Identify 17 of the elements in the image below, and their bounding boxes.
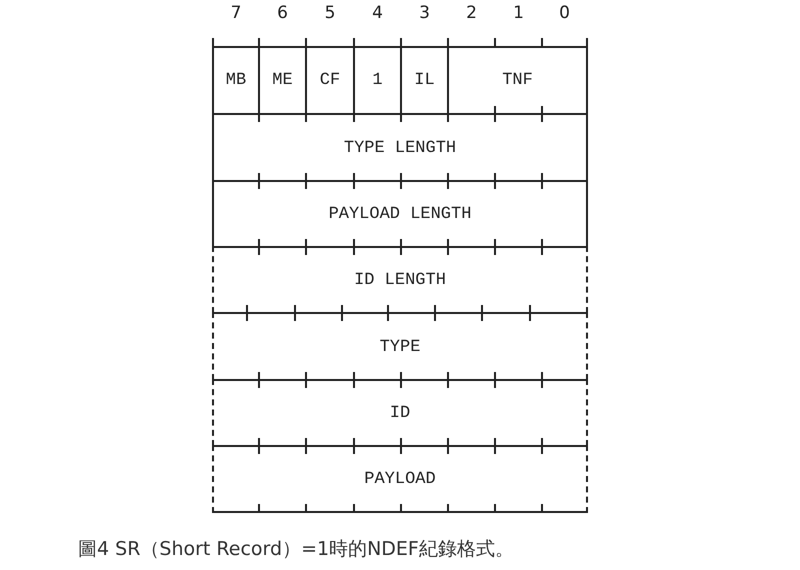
figure-caption: 圖4 SR（Short Record）=1時的NDEF紀錄格式。: [78, 537, 514, 562]
bit-field-cell: MB: [212, 46, 260, 115]
bit-number: 5: [324, 3, 336, 23]
bit-field-cell: TNF: [447, 46, 588, 115]
record-field-row: PAYLOAD: [212, 445, 588, 513]
bit-number: 2: [465, 3, 478, 23]
bit-number: 4: [371, 3, 384, 23]
bit-number: 0: [558, 3, 571, 23]
bit-number: 7: [230, 3, 242, 23]
record-field-row: ID: [212, 379, 588, 446]
record-field-row: TYPE LENGTH: [212, 113, 588, 181]
bit-number: 1: [512, 3, 525, 23]
record-field-row: ID LENGTH: [212, 246, 588, 313]
record-field-row: PAYLOAD LENGTH: [212, 180, 588, 247]
record-field-row: TYPE: [212, 312, 588, 380]
bit-number: 6: [276, 3, 289, 23]
bit-number: 3: [418, 3, 431, 23]
